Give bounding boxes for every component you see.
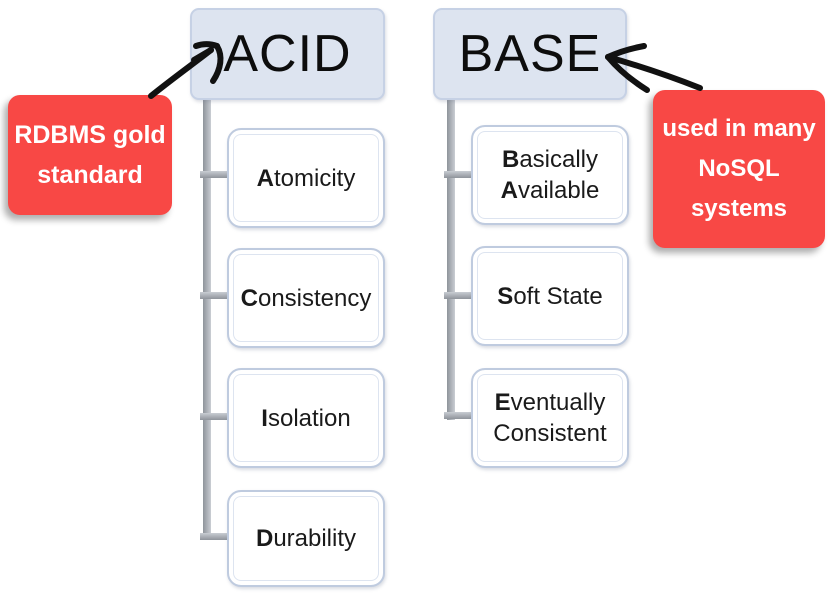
base-header-label: BASE: [458, 25, 602, 83]
base-connector-stub-2: [444, 292, 472, 299]
acid-connector-stub-1: [200, 171, 228, 178]
node-eventually-consistent: Eventually Consistent: [471, 368, 629, 468]
node-soft-state: Soft State: [471, 246, 629, 346]
node-atomicity: Atomicity: [227, 128, 385, 228]
callout-used-in-nosql: used in many NoSQL systems: [653, 90, 825, 248]
acid-connector-stub-2: [200, 292, 228, 299]
node-isolation: Isolation: [227, 368, 385, 468]
base-header-box: BASE: [433, 8, 627, 100]
base-connector-stub-3: [444, 412, 472, 419]
node-durability: Durability: [227, 490, 385, 587]
acid-connector-stub-4: [200, 533, 228, 540]
callout-rdbms-gold-standard: RDBMS gold standard: [8, 95, 172, 215]
base-connector-stub-1: [444, 171, 472, 178]
acid-connector-stub-3: [200, 413, 228, 420]
base-connector-trunk: [447, 100, 455, 420]
acid-connector-trunk: [203, 100, 211, 540]
acid-header-label: ACID: [223, 25, 352, 83]
node-consistency: Consistency: [227, 248, 385, 348]
node-basically-available: Basically Available: [471, 125, 629, 225]
acid-header-box: ACID: [190, 8, 385, 100]
